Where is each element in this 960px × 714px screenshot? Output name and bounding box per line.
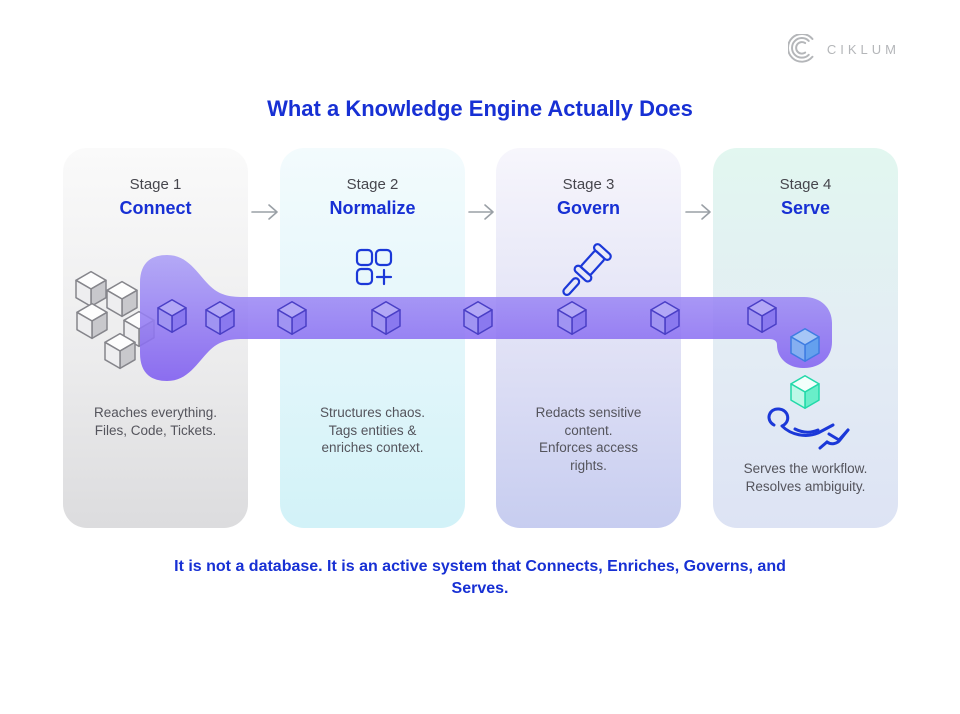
stage-label: Stage 3	[562, 176, 615, 193]
arrow-right-icon	[251, 204, 278, 220]
stage-description: Reaches everything. Files, Code, Tickets…	[93, 405, 218, 438]
stage-description: Serves the workflow. Resolves ambiguity.	[743, 461, 868, 494]
stage-name: Normalize	[329, 198, 416, 218]
logo-text: CIKLUM	[826, 41, 900, 57]
footer-statement: It is not a database. It is an active sy…	[174, 558, 786, 598]
stage-label: Stage 2	[346, 176, 399, 193]
page-title: What a Knowledge Engine Actually Does	[267, 96, 693, 121]
stage-name: Connect	[119, 198, 192, 218]
stage-card-normalize: Stage 2 Normalize Structures chaos. Tags…	[280, 148, 465, 528]
stage-name: Govern	[556, 198, 621, 218]
stage-label: Stage 4	[779, 176, 832, 193]
arrow-right-icon	[468, 204, 494, 220]
stage-description: Structures chaos. Tags entities & enrich…	[319, 405, 426, 456]
pipe-cubes-icon	[157, 299, 777, 335]
cube-icon	[463, 301, 493, 335]
ciklum-arcs-icon	[787, 34, 814, 63]
stage-card-connect: Stage 1 Connect Reaches everything. File…	[63, 148, 248, 528]
arrow-right-icon	[685, 204, 711, 220]
stage-label: Stage 1	[129, 176, 182, 193]
ciklum-logo: CIKLUM	[787, 34, 900, 64]
stage-card-govern: Stage 3 Govern Redacts sensitive content…	[496, 148, 681, 528]
stage-card-serve: Stage 4 Serve Serves the workflow. Resol…	[713, 148, 898, 528]
stage-description: Redacts sensitive content. Enforces acce…	[535, 405, 642, 473]
stage-name: Serve	[780, 198, 831, 218]
footer-statement-wrap: It is not a database. It is an active sy…	[0, 556, 960, 601]
